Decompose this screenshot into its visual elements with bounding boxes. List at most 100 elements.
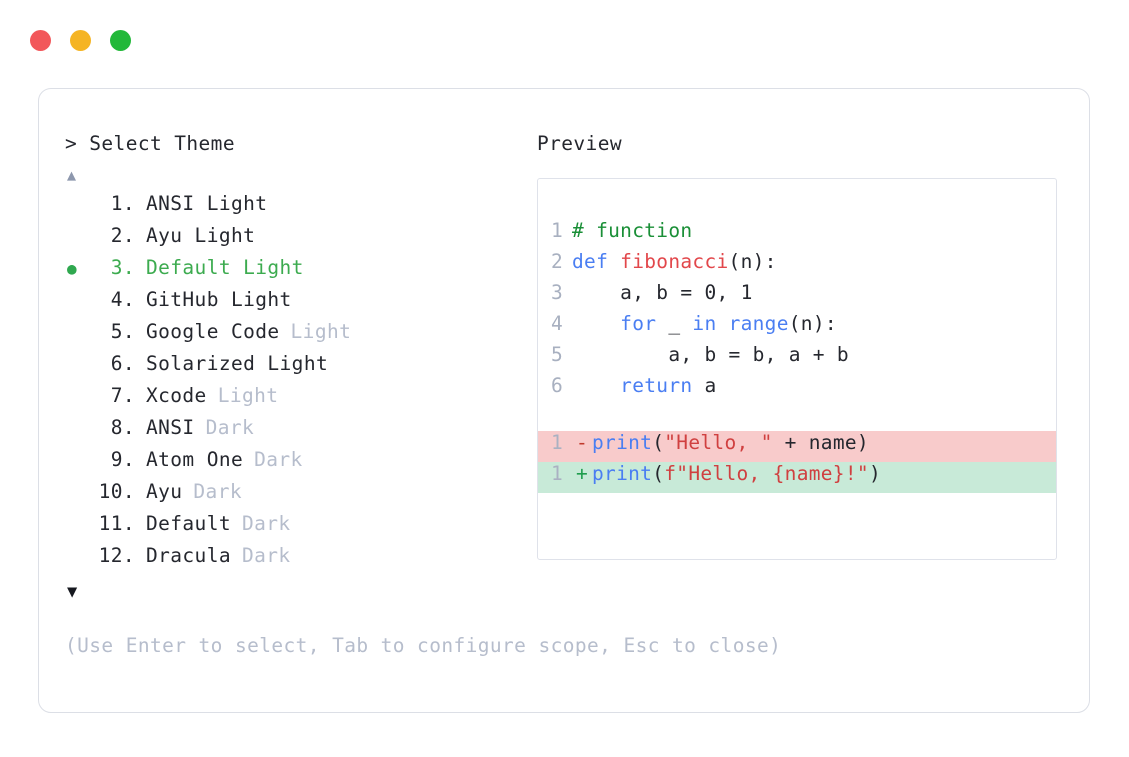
- code-token: (: [652, 431, 665, 454]
- theme-item-variant: Dark: [254, 448, 303, 471]
- select-theme-prompt: > Select Theme: [65, 132, 235, 155]
- code-line-text: return a: [572, 374, 717, 397]
- theme-item-name: ANSI Light: [146, 192, 268, 215]
- theme-list-item[interactable]: 10. Ayu Dark: [65, 480, 535, 512]
- code-token: (n):: [788, 312, 837, 335]
- code-token: f"Hello, {name}!": [664, 462, 869, 485]
- theme-list-item[interactable]: 9. Atom One Dark: [65, 448, 535, 480]
- code-line: 1 # function: [538, 219, 1056, 250]
- code-token: a, b = b, a + b: [572, 343, 849, 366]
- code-line-text: a, b = 0, 1: [572, 281, 753, 304]
- theme-item-index: 12.: [98, 544, 135, 567]
- theme-list-item[interactable]: 2. Ayu Light: [65, 224, 535, 256]
- theme-item-name: Xcode: [146, 384, 207, 407]
- code-token: (n):: [728, 250, 777, 273]
- code-token: (: [652, 462, 665, 485]
- theme-item-index: 10.: [98, 480, 135, 503]
- keyboard-hint: (Use Enter to select, Tab to configure s…: [65, 634, 782, 657]
- code-line-text: def fibonacci(n):: [572, 250, 777, 273]
- code-line-text: for _ in range(n):: [572, 312, 837, 335]
- code-line-text: a, b = b, a + b: [572, 343, 849, 366]
- theme-item-name: Default: [146, 512, 231, 535]
- close-button[interactable]: [30, 30, 51, 51]
- code-token: range: [728, 312, 789, 335]
- code-token: # function: [572, 219, 693, 242]
- code-token: return: [620, 374, 693, 397]
- theme-list-item[interactable]: 11. Default Dark: [65, 512, 535, 544]
- line-number: 3: [550, 281, 563, 304]
- theme-list-item[interactable]: 1. ANSI Light: [65, 192, 535, 224]
- theme-item-name: Default Light: [146, 256, 304, 279]
- code-token: fibonacci: [620, 250, 729, 273]
- code-token: a, b =: [572, 281, 705, 304]
- code-token: in: [692, 312, 717, 335]
- theme-item-index: 6.: [110, 352, 135, 375]
- theme-item-name: Ayu Light: [146, 224, 256, 247]
- code-token: ): [868, 462, 881, 485]
- maximize-button[interactable]: [110, 30, 131, 51]
- code-token: print: [592, 431, 653, 454]
- theme-selector-panel: > Select Theme ▲ 1. ANSI Light 2. Ayu Light…: [38, 88, 1090, 713]
- theme-list-item[interactable]: 5. Google Code Light: [65, 320, 535, 352]
- line-number: 1: [550, 431, 563, 454]
- scroll-down-icon[interactable]: ▼: [67, 582, 78, 602]
- code-token: [572, 312, 620, 335]
- theme-item-name: Atom One: [146, 448, 244, 471]
- theme-item-index: 1.: [110, 192, 135, 215]
- preview-column: Preview: [537, 131, 1067, 157]
- code-token: 0: [704, 281, 717, 304]
- theme-item-variant: Dark: [241, 512, 291, 535]
- theme-item-index: 11.: [98, 512, 135, 535]
- theme-item-index: 7.: [110, 384, 135, 407]
- code-line: 3 a, b = 0, 1: [538, 281, 1056, 312]
- theme-item-name: Google Code: [146, 320, 280, 343]
- code-token: 1: [740, 281, 753, 304]
- minimize-button[interactable]: [70, 30, 91, 51]
- theme-list-item[interactable]: 12. Dracula Dark: [65, 544, 535, 576]
- scroll-up-icon[interactable]: ▲: [67, 166, 77, 184]
- theme-item-name: Ayu: [146, 480, 183, 503]
- theme-item-name: Dracula: [146, 544, 231, 567]
- theme-item-variant: Light: [217, 384, 279, 407]
- code-token: + name): [772, 431, 869, 454]
- code-token: "Hello, ": [664, 431, 773, 454]
- line-number: 1: [550, 219, 563, 242]
- diff-marker: -: [575, 431, 589, 454]
- theme-item-index: 8.: [110, 416, 135, 439]
- theme-item-index: 9.: [110, 448, 135, 471]
- code-token: [717, 312, 729, 335]
- code-token: print: [592, 462, 653, 485]
- code-token: for: [620, 312, 657, 335]
- line-number: 5: [550, 343, 563, 366]
- theme-item-variant: Light: [290, 320, 352, 343]
- code-line: 6 return a: [538, 374, 1056, 405]
- diff-line-del: 1-print("Hello, " + name): [538, 431, 1056, 462]
- theme-item-name: Solarized Light: [146, 352, 329, 375]
- code-token: [572, 374, 620, 397]
- diff-line-text: print("Hello, " + name): [592, 431, 869, 454]
- theme-item-index: 3.: [110, 256, 135, 279]
- theme-item-variant: Dark: [241, 544, 291, 567]
- line-number: 1: [550, 462, 563, 485]
- theme-list-item[interactable]: 4.GitHub Light: [65, 288, 535, 320]
- theme-item-name: GitHub Light: [146, 288, 292, 311]
- code-token: def: [572, 250, 621, 273]
- line-number: 2: [550, 250, 563, 273]
- diff-sample: 1-print("Hello, " + name)1+print(f"Hello…: [538, 431, 1056, 493]
- theme-item-name: ANSI: [146, 416, 195, 439]
- theme-list-item[interactable]: ●3.Default Light: [65, 256, 535, 288]
- diff-line-add: 1+print(f"Hello, {name}!"): [538, 462, 1056, 493]
- preview-heading: Preview: [537, 132, 622, 155]
- theme-list-item[interactable]: 7. Xcode Light: [65, 384, 535, 416]
- theme-list-item[interactable]: 6. Solarized Light: [65, 352, 535, 384]
- code-line-text: # function: [572, 219, 692, 242]
- theme-item-index: 5.: [110, 320, 135, 343]
- theme-item-variant: Dark: [193, 480, 242, 503]
- line-number: 6: [550, 374, 563, 397]
- theme-item-index: 2.: [110, 224, 135, 247]
- window-controls: [30, 30, 131, 51]
